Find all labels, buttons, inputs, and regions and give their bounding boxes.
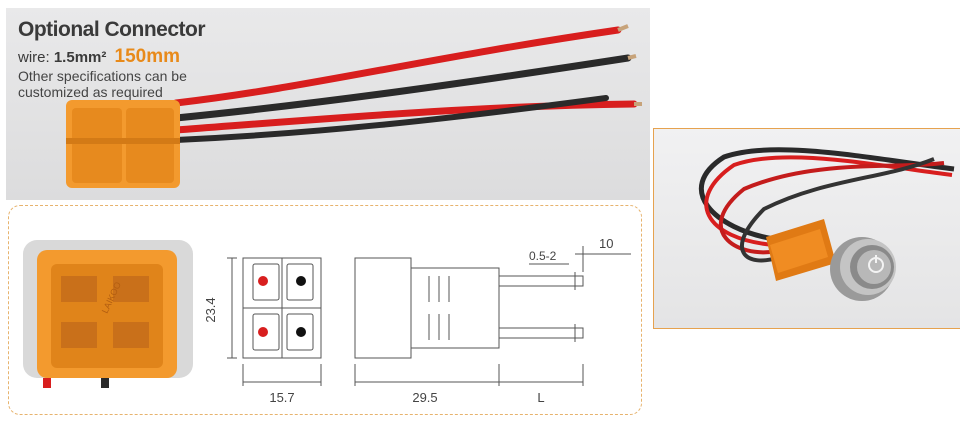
side-view bbox=[354, 246, 631, 386]
dim-strip-label: 0.5-2 bbox=[529, 249, 557, 263]
dim-height-label: 23.4 bbox=[203, 297, 218, 322]
black-pin-marker-top bbox=[296, 276, 306, 286]
connector-product-photo: Optional Connector wire: 1.5mm² 150mm Ot… bbox=[6, 8, 650, 200]
front-view bbox=[227, 257, 322, 386]
wire-length: 150mm bbox=[114, 46, 181, 67]
red-pin-marker-bottom bbox=[258, 327, 268, 337]
push-button-illustration bbox=[699, 147, 955, 301]
wire-prefix: wire: bbox=[18, 49, 50, 66]
red-pin-marker-top bbox=[258, 276, 268, 286]
black-pin-marker-bottom bbox=[296, 327, 306, 337]
dim-body-length-label: 29.5 bbox=[412, 390, 437, 405]
dim-wire-length-label: L bbox=[537, 390, 544, 405]
wire-spec-line: wire: 1.5mm² 150mm bbox=[18, 46, 180, 68]
connector-wires-illustration bbox=[66, 24, 642, 188]
dimension-drawing: LAIKOO 23.4 15.7 bbox=[23, 236, 631, 405]
push-button-product-photo bbox=[653, 128, 960, 329]
technical-drawing-panel: LAIKOO 23.4 15.7 bbox=[8, 205, 642, 415]
wire-size: 1.5mm² bbox=[53, 49, 107, 66]
dim-tip-label: 10 bbox=[599, 236, 613, 251]
customization-note: Other specifications can be customized a… bbox=[18, 68, 187, 100]
dim-width-label: 15.7 bbox=[269, 390, 294, 405]
connector-closeup-photo: LAIKOO bbox=[23, 240, 193, 388]
product-title: Optional Connector bbox=[18, 18, 206, 41]
